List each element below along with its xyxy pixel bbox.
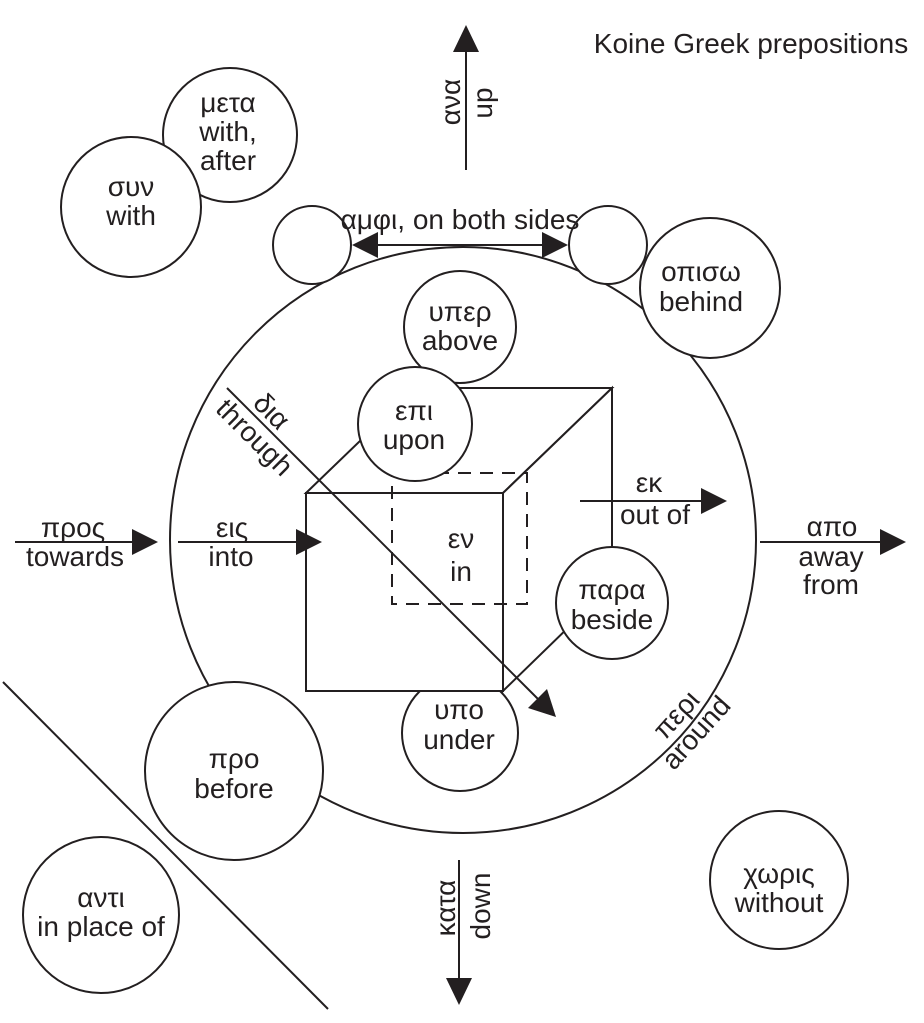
ek-arrowhead — [701, 488, 727, 514]
choris-greek-label: χωρις — [743, 858, 814, 889]
meta-english-label-1: with, — [198, 116, 257, 147]
epi-english-label: upon — [383, 424, 445, 455]
hypo-english-label: under — [423, 724, 495, 755]
ana-english-label: up — [467, 87, 498, 118]
pros-greek-label: προς — [41, 512, 105, 543]
kata-english-label: down — [465, 873, 496, 940]
para-circle — [555, 546, 669, 660]
meta-circle — [162, 67, 298, 203]
apo-greek-label: απο — [807, 511, 858, 542]
eis-arrowhead — [296, 529, 322, 555]
ana-greek-label: ανα — [435, 79, 466, 125]
en-english-label: in — [450, 556, 472, 587]
anti-english-label: in place of — [37, 911, 165, 942]
amphi-left-circle — [272, 205, 352, 285]
amphi-left-arrowhead — [352, 232, 378, 258]
separator-line — [2, 681, 329, 1010]
syn-greek-label: συν — [108, 171, 155, 202]
opiso-english-label: behind — [659, 286, 743, 317]
hyper-greek-label: υπερ — [428, 296, 491, 327]
hyper-english-label: above — [422, 325, 498, 356]
amphi-right-arrowhead — [542, 232, 568, 258]
cube-front-face — [305, 492, 504, 692]
kata-greek-label: κατα — [430, 880, 461, 937]
amphi-right-circle — [568, 205, 648, 285]
opiso-greek-label: οπισω — [661, 256, 741, 287]
epi-circle — [357, 366, 473, 482]
eis-english-label: into — [208, 541, 253, 572]
choris-english-label: without — [734, 887, 824, 918]
para-english-label: beside — [571, 604, 654, 635]
hypo-greek-label: υπο — [434, 694, 484, 725]
syn-english-label: with — [105, 200, 156, 231]
cube-hidden-back-face — [391, 472, 528, 605]
en-greek-label: εν — [448, 523, 474, 554]
diagram-title: Koine Greek prepositions — [594, 28, 908, 59]
epi-greek-label: επι — [395, 395, 433, 426]
choris-circle — [709, 810, 849, 950]
syn-circle — [60, 136, 202, 278]
ek-greek-label: εκ — [636, 467, 663, 498]
amphi-label: αμφι, on both sides — [341, 204, 580, 235]
para-greek-label: παρα — [578, 574, 645, 605]
dia-arrowhead — [528, 689, 556, 717]
hyper-circle — [403, 270, 517, 384]
apo-english-label-1: away — [798, 541, 863, 572]
pros-arrowhead — [132, 529, 158, 555]
meta-english-label-2: after — [200, 145, 256, 176]
meta-greek-label: μετα — [200, 87, 255, 118]
eis-greek-label: εις — [216, 512, 248, 543]
dia-arrow-line — [226, 387, 539, 700]
kata-arrowhead — [446, 978, 472, 1005]
pro-english-label: before — [194, 773, 273, 804]
ek-english-label: out of — [620, 499, 690, 530]
apo-english-label-2: from — [803, 569, 859, 600]
ana-arrowhead — [453, 25, 479, 52]
apo-arrowhead — [880, 529, 906, 555]
pro-circle — [144, 681, 324, 861]
anti-greek-label: αντι — [77, 882, 124, 913]
anti-circle — [22, 836, 180, 994]
pros-english-label: towards — [26, 541, 124, 572]
opiso-circle — [639, 217, 781, 359]
pro-greek-label: προ — [209, 743, 260, 774]
